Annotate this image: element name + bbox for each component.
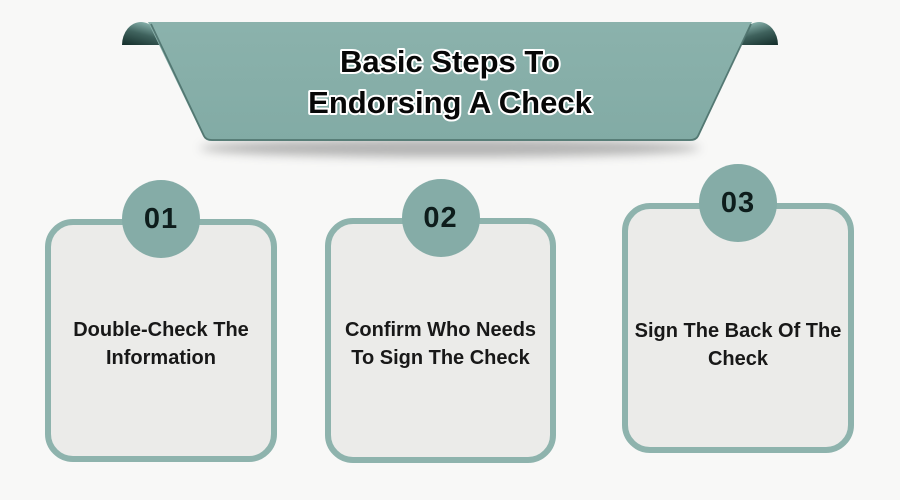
banner-title-line1: Basic Steps To <box>340 44 560 79</box>
step-number: 01 <box>143 202 179 235</box>
step-text: Double-Check The Information <box>51 225 271 456</box>
banner-ribbon <box>148 22 752 141</box>
step-number-badge: 02 <box>401 179 480 257</box>
step-card-2: 02 Confirm Who Needs To Sign The Check <box>325 179 556 463</box>
step-text-line: Check <box>707 348 769 370</box>
banner-shadow <box>200 139 700 157</box>
title-banner: Basic Steps To Endorsing A Check <box>122 22 778 157</box>
step-text: Confirm Who Needs To Sign The Check <box>331 224 550 457</box>
step-text-line: To Sign The Check <box>351 347 530 369</box>
step-number: 02 <box>423 201 458 234</box>
step-number-badge: 01 <box>122 180 200 258</box>
step-text-line: Sign The Back Of The <box>634 320 842 342</box>
step-text-line: Confirm Who Needs <box>344 319 537 341</box>
banner-edge-line <box>150 23 752 141</box>
step-text-line: Information <box>106 347 216 369</box>
step-text: Sign The Back Of The Check <box>628 209 848 447</box>
step-number-badge: 03 <box>699 164 777 242</box>
step-card-3: 03 Sign The Back Of The Check <box>622 164 854 453</box>
banner-left-curl-icon <box>122 22 160 45</box>
banner-title-line2: Endorsing A Check <box>308 85 592 120</box>
step-text-line: Double-Check The <box>73 319 249 341</box>
step-card-1: 01 Double-Check The Information <box>45 180 277 462</box>
step-number: 03 <box>720 186 756 219</box>
